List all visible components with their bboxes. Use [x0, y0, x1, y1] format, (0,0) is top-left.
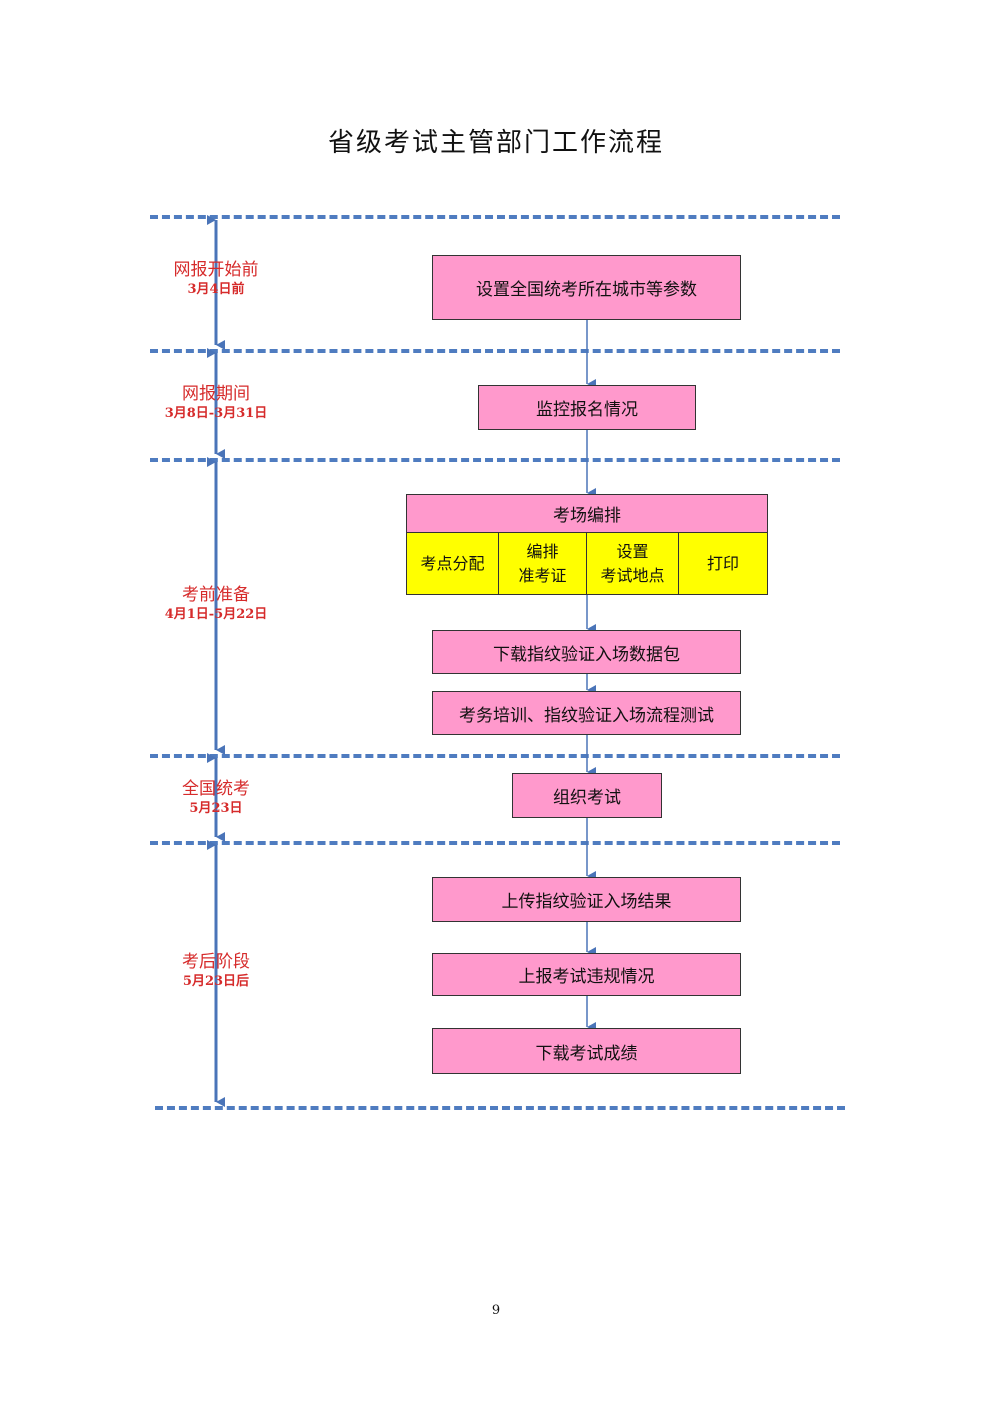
phase-date: 4月1日-5月22日: [164, 607, 268, 622]
phase-label: 网报开始前 3月4日前: [146, 259, 286, 299]
phase-name: 网报期间: [182, 384, 250, 404]
step-download-packet: 下载指纹验证入场数据包: [432, 630, 741, 674]
step-report-violations: 上报考试违规情况: [432, 953, 741, 996]
step-download-scores: 下载考试成绩: [432, 1028, 741, 1074]
step-training: 考务培训、指纹验证入场流程测试: [432, 691, 741, 735]
page-number: 9: [491, 1303, 501, 1318]
phase-divider: [150, 754, 840, 758]
phase-divider: [150, 458, 840, 462]
phase-label: 考后阶段 5月23日后: [146, 951, 286, 991]
step-set-params: 设置全国统考所在城市等参数: [432, 255, 741, 320]
phase-name: 考前准备: [182, 585, 250, 605]
phase-date: 3月4日前: [187, 282, 245, 297]
step-arrange-header: 考场编排: [406, 494, 768, 533]
arrange-cell-admission: 编排 准考证: [498, 532, 587, 595]
arrange-cell-location: 设置 考试地点: [586, 532, 679, 595]
phase-name: 考后阶段: [182, 952, 250, 972]
step-upload-results: 上传指纹验证入场结果: [432, 877, 741, 922]
arrange-cell-allocate: 考点分配: [406, 532, 499, 595]
phase-label: 考前准备 4月1日-5月22日: [146, 584, 286, 624]
step-organize-exam: 组织考试: [512, 773, 662, 818]
page-title: 省级考试主管部门工作流程: [327, 128, 664, 158]
phase-label: 网报期间 3月8日-3月31日: [146, 383, 286, 423]
phase-name: 全国统考: [182, 779, 250, 799]
arrange-cell-print: 打印: [678, 532, 768, 595]
phase-date: 5月23日后: [182, 974, 250, 989]
step-monitor-registration: 监控报名情况: [478, 385, 696, 430]
phase-divider: [150, 841, 840, 845]
phase-divider: [150, 215, 840, 219]
phase-divider: [150, 349, 840, 353]
phase-date: 3月8日-3月31日: [164, 406, 268, 421]
phase-date: 5月23日: [189, 801, 243, 816]
phase-label: 全国统考 5月23日: [146, 778, 286, 818]
phase-name: 网报开始前: [173, 260, 259, 280]
phase-divider: [155, 1106, 845, 1110]
